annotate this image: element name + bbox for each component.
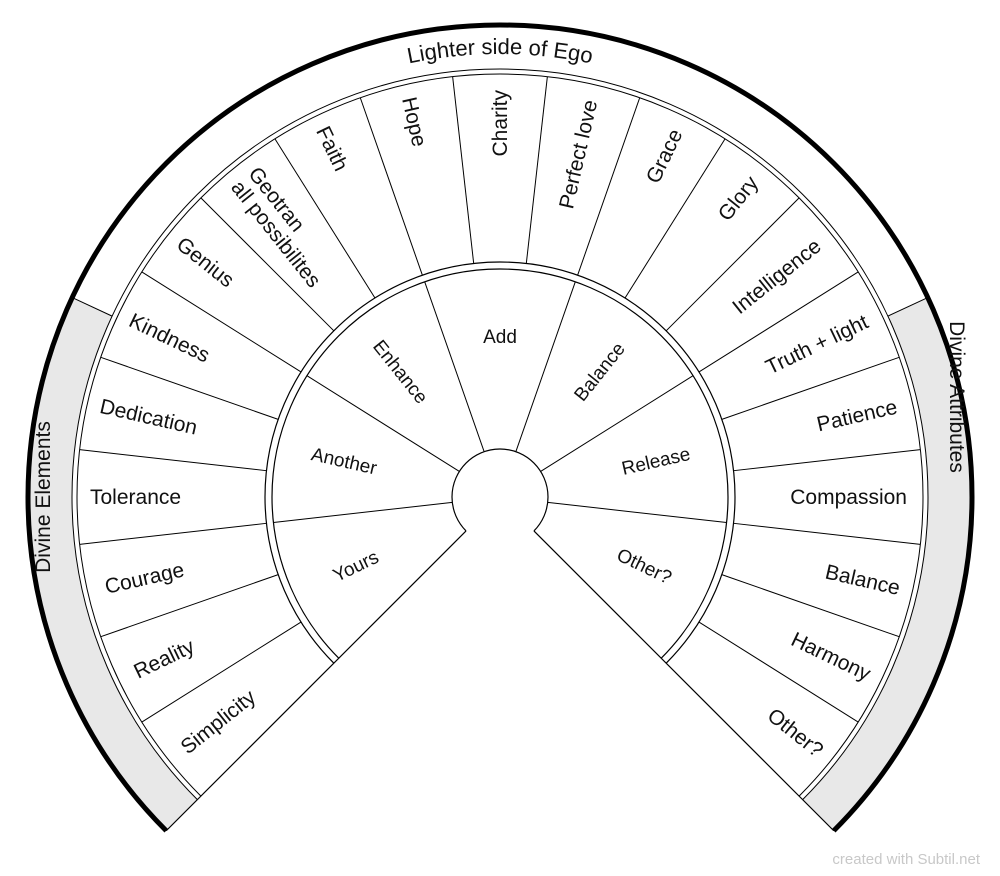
inner-spoke — [515, 281, 576, 452]
inner-segment-label: Other? — [613, 545, 674, 589]
segment-label-line: Balance — [823, 561, 902, 600]
outer-spoke — [698, 621, 859, 723]
inner-segment-label: Yours — [330, 547, 382, 587]
edge-spoke-right — [533, 530, 835, 832]
outer-spoke — [665, 197, 800, 332]
credit-text: created with Subtil.net — [832, 851, 980, 868]
segment-label-line: Kindness — [125, 309, 213, 367]
band-top-fill — [72, 24, 928, 317]
outer-spoke — [733, 449, 921, 472]
band-left-fill — [27, 297, 198, 831]
outer-spoke — [100, 574, 279, 638]
segment-label-line: Courage — [103, 558, 187, 598]
outer-spoke — [624, 138, 726, 299]
segment-label-line: Hope — [397, 95, 431, 149]
ring-label-left: Divine Elements — [32, 421, 55, 573]
segment-label: Kindness — [125, 309, 213, 367]
band-right-fill — [802, 297, 973, 831]
segment-label: Courage — [103, 558, 187, 598]
outer-rim — [25, 22, 975, 833]
segment-label: Hope — [397, 95, 431, 149]
segment-label: Simplicity — [177, 685, 261, 759]
outer-spoke — [200, 197, 335, 332]
outer-spoke — [141, 621, 302, 723]
segment-label-line: Grace — [642, 126, 688, 188]
outer-spoke — [721, 574, 900, 638]
outer-spoke — [141, 271, 302, 373]
outer-spoke — [721, 356, 900, 420]
chart-structure — [25, 22, 975, 833]
segment-label: Dedication — [98, 395, 200, 440]
segment-label-line: Charity — [489, 90, 512, 157]
inner-spoke — [547, 501, 727, 524]
segment-label: Compassion — [790, 486, 907, 509]
segment-outer-arc — [76, 73, 924, 797]
segment-label: Geotranall possibilites — [226, 163, 342, 292]
outer-spoke — [79, 449, 267, 472]
segment-label-line: Intelligence — [728, 235, 825, 319]
inner-spokes — [273, 281, 727, 524]
outer-spokes — [79, 76, 921, 723]
outer-spoke — [452, 76, 475, 264]
segment-label: Faith — [311, 123, 352, 175]
segment-label-line: Truth + light — [762, 310, 872, 379]
outer-bands — [27, 24, 973, 831]
outer-spoke — [79, 522, 267, 545]
outer-spoke — [525, 76, 548, 264]
band-divider-left — [72, 297, 113, 317]
inner-spoke — [424, 281, 485, 452]
segment-label-line: Harmony — [787, 628, 874, 686]
inner-segment-label: Release — [620, 444, 693, 480]
segment-label: Other? — [763, 704, 828, 762]
segment-label-line: Tolerance — [90, 486, 181, 509]
edge-spoke-left — [165, 530, 467, 832]
inner-spoke — [306, 375, 460, 472]
outer-spoke — [698, 271, 859, 373]
segment-label: Perfect love — [555, 98, 602, 211]
band-divider-right — [887, 297, 928, 317]
segment-label: Harmony — [787, 628, 874, 686]
segment-label-line: Compassion — [790, 486, 907, 509]
outer-spoke — [100, 356, 279, 420]
segment-label-line: Dedication — [98, 395, 200, 440]
inner-segment-label: Another — [309, 444, 379, 479]
segment-label: Glory — [714, 172, 764, 226]
segment-label-line: Perfect love — [555, 98, 602, 211]
inner-ring-outer-arc — [264, 261, 736, 664]
inner-ring-inner-arc — [271, 268, 729, 659]
outer-spoke — [274, 138, 376, 299]
segment-label: Reality — [130, 635, 198, 684]
segment-label: Balance — [823, 561, 902, 600]
inner-segment-label: Enhance — [368, 336, 431, 408]
segment-label-line: Reality — [130, 635, 198, 684]
outer-spoke — [577, 97, 641, 276]
band-inner-arc — [71, 68, 929, 800]
center-hub — [451, 448, 549, 532]
segment-label-line: Faith — [311, 123, 352, 175]
segment-label-line: Simplicity — [177, 685, 261, 759]
outer-spoke — [359, 97, 423, 276]
inner-segment-label: Add — [483, 327, 517, 348]
segment-label: Tolerance — [90, 486, 181, 509]
outer-spoke — [733, 522, 921, 545]
inner-spoke — [540, 375, 694, 472]
inner-segment-label: Balance — [571, 339, 630, 406]
segment-label: Intelligence — [728, 235, 825, 319]
segment-label: Grace — [642, 126, 688, 188]
inner-spoke — [273, 501, 453, 524]
segment-label-line: Genius — [172, 233, 238, 292]
segment-label: Truth + light — [762, 310, 872, 379]
segment-label: Genius — [172, 233, 238, 292]
segment-label-line: Patience — [815, 396, 900, 437]
segment-label-line: Other? — [763, 704, 828, 762]
segment-label-line: Glory — [714, 172, 764, 226]
segment-label: Charity — [489, 90, 512, 157]
segment-label: Patience — [815, 396, 900, 437]
ring-label-right: Divine Attributes — [945, 321, 968, 473]
